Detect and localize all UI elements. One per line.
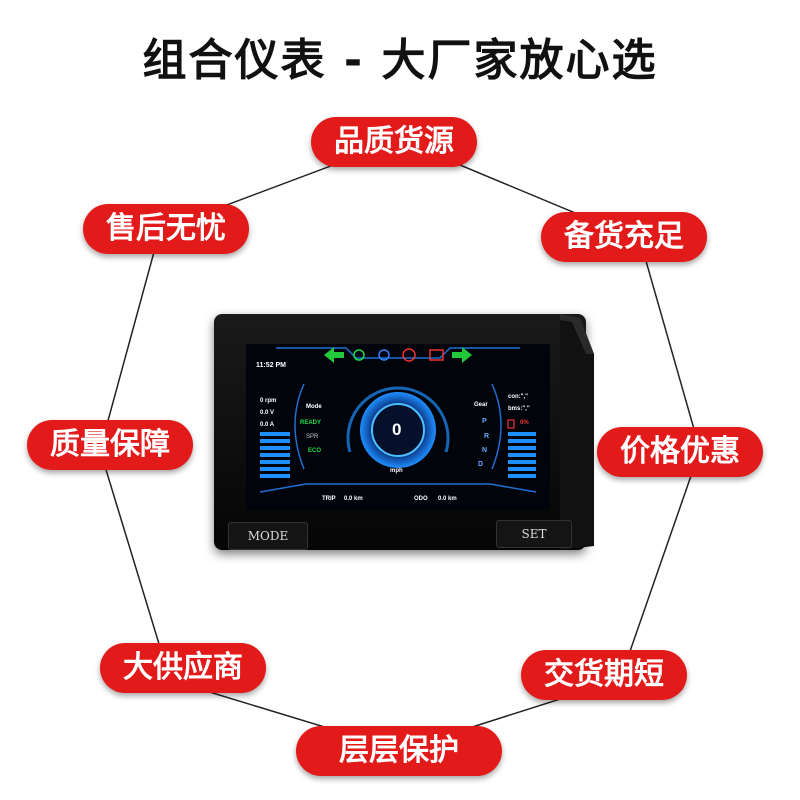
device-visor (560, 314, 594, 550)
feature-big-supplier: 大供应商 (100, 643, 266, 693)
feature-after-sales: 售后无忧 (83, 204, 249, 254)
bms-label: bms:"," (508, 406, 530, 412)
dashboard-screen: 11:52 PM 0 rpm 0.0 V 0.0 A Mode READY SP… (246, 344, 550, 510)
headline: 组合仪表 - 大厂家放心选 (142, 35, 658, 86)
trip-label: TRIP (322, 496, 336, 502)
feature-ample-stock: 备货充足 (541, 212, 707, 262)
mode-ready: READY (300, 420, 322, 426)
screen-graphics (259, 347, 537, 493)
left-bar-gauge (260, 432, 290, 478)
current-readout: 0.0 A (260, 422, 275, 428)
feature-quality-source: 品质货源 (311, 117, 477, 167)
gear-d: D (478, 461, 484, 468)
clock: 11:52 PM (256, 362, 286, 369)
left-turn-arrow-icon (324, 347, 344, 363)
mode-spr: SPR (306, 434, 319, 440)
feature-quality-assurance: 质量保障 (27, 420, 193, 470)
gear-n: N (482, 447, 488, 454)
gear-label: Gear (474, 402, 488, 408)
battery-percent: 0% (520, 420, 529, 426)
con-label: con:"," (508, 394, 529, 400)
mode-button[interactable]: MODE (228, 522, 308, 550)
speed-value: 0 (392, 420, 402, 439)
brake-warning-icon (402, 348, 416, 362)
set-button[interactable]: SET (496, 520, 572, 548)
feature-price-discount: 价格优惠 (597, 427, 763, 477)
odo-label: ODO (414, 496, 428, 502)
battery-warning-icon (429, 349, 444, 361)
trip-value: 0.0 km (344, 496, 363, 502)
high-beam-icon (378, 349, 390, 361)
rpm-readout: 0 rpm (260, 398, 277, 404)
mode-eco: ECO (308, 448, 322, 454)
mode-label: Mode (306, 404, 322, 410)
gear-r: R (484, 433, 490, 440)
gear-p: P (482, 418, 487, 425)
right-turn-arrow-icon (452, 347, 472, 363)
voltage-readout: 0.0 V (260, 410, 275, 416)
right-bar-gauge (508, 432, 536, 478)
feature-layer-protection: 层层保护 (296, 726, 502, 776)
headlight-icon (353, 349, 365, 361)
feature-short-delivery: 交货期短 (521, 650, 687, 700)
odo-value: 0.0 km (438, 496, 457, 502)
speed-unit: mph (390, 468, 403, 474)
battery-level-icon (507, 419, 515, 429)
